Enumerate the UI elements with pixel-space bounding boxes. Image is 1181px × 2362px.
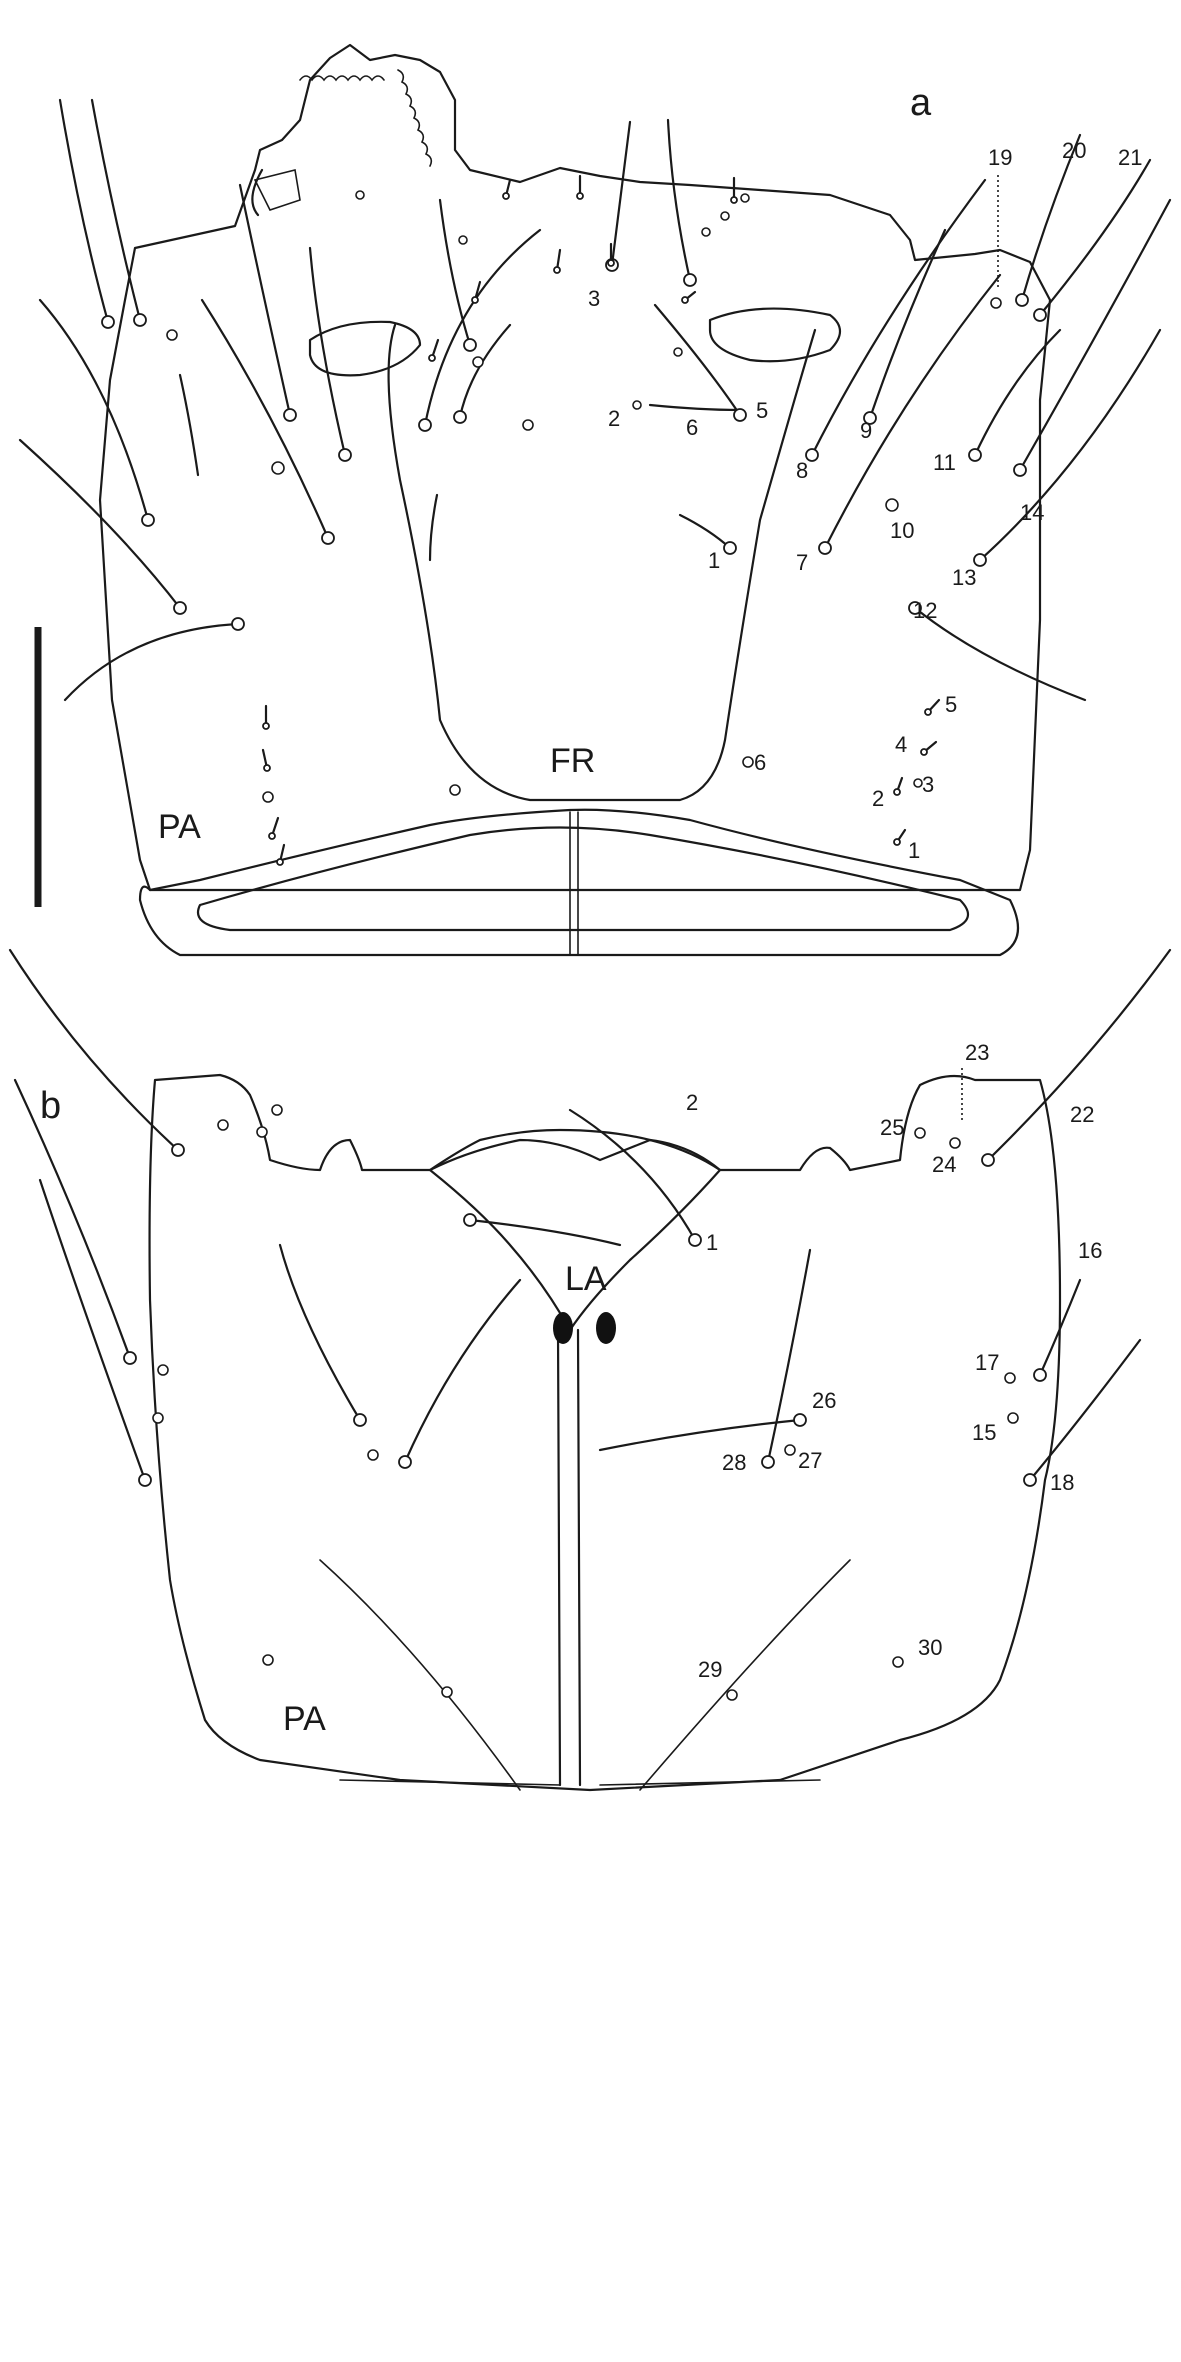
panel-letter-b: b: [40, 1085, 61, 1127]
panel-a: a FR PA 1 2 3 5 6 7 8 9 10 11 12 13 14 1…: [18, 43, 1172, 957]
seta-label: 3: [588, 286, 600, 311]
antennal-socket-right: [708, 307, 842, 363]
seta-label: 11: [933, 450, 956, 475]
gular-suture: [556, 1328, 582, 1787]
seta-label: 17: [975, 1350, 999, 1375]
seta-label: 10: [890, 518, 914, 543]
seta-label: 28: [722, 1450, 746, 1475]
posterior-margin-b: [339, 1779, 821, 1786]
antennal-socket-left: [308, 320, 422, 377]
seta-label: 22: [1070, 1102, 1094, 1127]
seta-label: 30: [918, 1635, 942, 1660]
pores-b: [152, 1104, 1019, 1701]
labium-outline: [428, 1138, 722, 1332]
small-seta-numbers-a: 1 2 3 4 5 6: [754, 692, 957, 863]
small-seta-label: 3: [922, 772, 934, 797]
seta-label: 24: [932, 1152, 956, 1177]
seta-label: 15: [972, 1420, 996, 1445]
seta-label: 27: [798, 1448, 822, 1473]
seta-numbers-a: 1 2 3 5 6 7 8 9 10 11 12 13 14 19 20 21: [588, 138, 1142, 623]
region-label-parietal-b: PA: [283, 1700, 326, 1738]
seta-label: 6: [686, 415, 698, 440]
seta-label: 8: [796, 458, 808, 483]
seta-label: 26: [812, 1388, 836, 1413]
occipital-inner: [197, 826, 970, 932]
small-seta-label: 4: [895, 732, 907, 757]
seta-label: 2: [686, 1090, 698, 1115]
seta-sockets-b: [123, 1143, 1047, 1487]
seta-label: 19: [988, 145, 1012, 170]
seta-label: 7: [796, 550, 808, 575]
seta-label: 5: [756, 398, 768, 423]
panel-letter-a: a: [910, 82, 932, 124]
ventral-curve-right: [639, 1559, 851, 1791]
seta-label: 29: [698, 1657, 722, 1682]
antenna-pad: [253, 169, 301, 211]
pores-a: [166, 190, 1002, 803]
seta-numbers-b: 1 2 15 16 17 18 22 23 24 25 26 27 28 29 …: [686, 1040, 1102, 1682]
seta-label: 13: [952, 565, 976, 590]
small-spines-a: [261, 174, 941, 866]
seta-label: 18: [1050, 1470, 1074, 1495]
antenna-lobe: [251, 168, 264, 217]
pit-right: [596, 1312, 616, 1344]
occipital-band: [138, 808, 1020, 957]
mandible-serration: [299, 69, 433, 167]
small-seta-label: 2: [872, 786, 884, 811]
seta-label: 2: [608, 406, 620, 431]
head-capsule-outline-a: [98, 43, 1052, 892]
panel-b: b LA PA 1 2 15 16 17 18 22 23 24 25 26 2…: [8, 948, 1172, 1792]
frons-outline: [387, 323, 817, 802]
small-seta-label: 5: [945, 692, 957, 717]
seta-sockets-a: [101, 258, 1047, 631]
seta-label: 21: [1118, 145, 1142, 170]
small-seta-label: 1: [908, 838, 920, 863]
ventral-curve-left: [319, 1559, 521, 1791]
seta-label: 20: [1062, 138, 1086, 163]
region-label-parietal-a: PA: [158, 808, 201, 846]
region-label-frons: FR: [550, 742, 595, 780]
seta-label: 1: [706, 1230, 718, 1255]
seta-label: 12: [913, 598, 937, 623]
small-seta-label: 6: [754, 750, 766, 775]
seta-label: 9: [860, 418, 872, 443]
seta-label: 14: [1020, 500, 1044, 525]
seta-label: 16: [1078, 1238, 1102, 1263]
seta-label: 25: [880, 1115, 904, 1140]
seta-label: 1: [708, 548, 720, 573]
pit-left: [553, 1312, 573, 1344]
seta-label: 23: [965, 1040, 989, 1065]
region-label-labium: LA: [565, 1260, 607, 1298]
head-capsule-outline-b: [148, 1073, 1062, 1792]
